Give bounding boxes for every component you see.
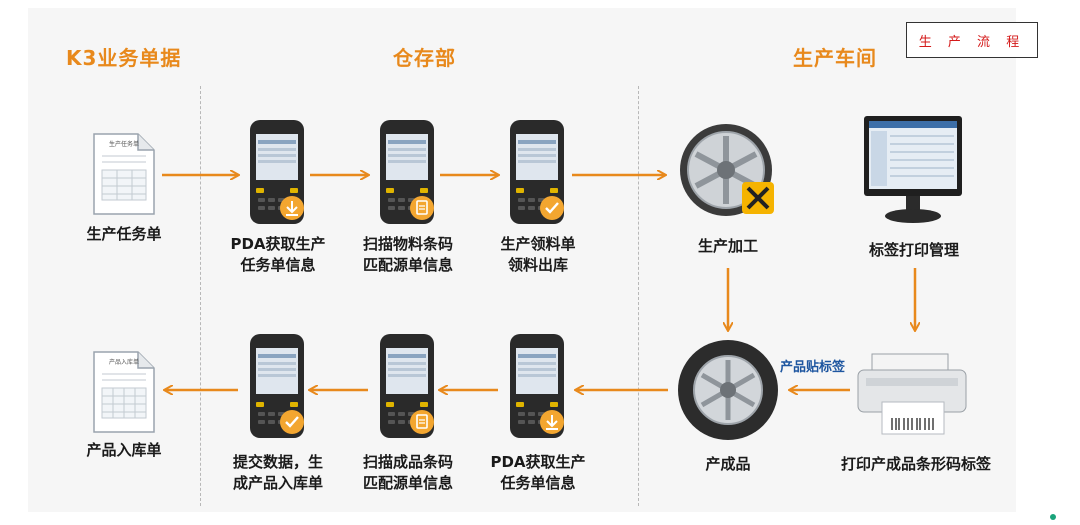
pda-scanner-icon [510,334,564,438]
edge-label-apply-label: 产品贴标签 [780,360,846,375]
document-icon: 产品入库单 [93,351,155,433]
clipboard-badge-icon [410,410,434,434]
node-label-scan-material: 扫描物料条码 匹配源单信息 [340,234,476,276]
node-label-label-mgmt: 标签打印管理 [868,241,959,259]
document-icon: 生产任务单 [93,133,155,215]
label-line: 成产品入库单 [232,474,323,492]
pda-scanner-icon [250,120,304,224]
label-line: 领料出库 [507,256,568,274]
node-label-print-label: 打印产成品条形码标签 [840,455,991,473]
section-title-workshop: 生产车间 [793,46,877,70]
wheel-with-tools-icon [680,124,774,216]
node-label-submit: 提交数据，生 成产品入库单 [210,452,346,494]
label-line: PDA获取生产 [490,453,586,471]
node-label-inbound-doc: 产品入库单 [86,441,162,459]
label-line: PDA获取生产 [230,235,326,253]
label-line: 扫描物料条码 [362,235,453,253]
pda-scanner-icon [380,120,434,224]
doc-title-task: 生产任务单 [109,140,139,148]
node-label-pick-material: 生产领料单 领料出库 [470,234,606,276]
node-label-processing: 生产加工 [697,237,758,255]
tire-icon [678,340,778,440]
label-line: 提交数据，生 [232,453,323,471]
section-divider-left [200,86,201,506]
clipboard-badge-icon [410,196,434,220]
label-line: 任务单信息 [500,474,576,492]
label-line: 匹配源单信息 [362,474,453,492]
section-divider-right [638,86,639,506]
label-line: 扫描成品条码 [362,453,453,471]
monitor-icon [864,116,962,223]
section-title-k3: K3业务单据 [66,46,182,70]
node-label-pda-task2: PDA获取生产 任务单信息 [470,452,606,494]
pda-scanner-icon [250,334,304,438]
pda-scanner-icon [380,334,434,438]
label-line: 生产领料单 [500,235,576,253]
node-label-scan-finished: 扫描成品条码 匹配源单信息 [340,452,476,494]
node-label-finished: 产成品 [705,455,751,473]
label-line: 匹配源单信息 [362,256,453,274]
label-line: 任务单信息 [240,256,316,274]
node-label-pda-task: PDA获取生产 任务单信息 [210,234,346,276]
label-printer-icon [857,353,967,435]
node-label-task-doc: 生产任务单 [86,225,162,243]
corner-dot [1050,514,1056,520]
section-title-warehouse: 仓存部 [393,46,456,70]
pda-scanner-icon [510,120,564,224]
production-flow-badge: 生 产 流 程 [906,22,1038,58]
doc-title-inbound: 产品入库单 [109,358,139,366]
